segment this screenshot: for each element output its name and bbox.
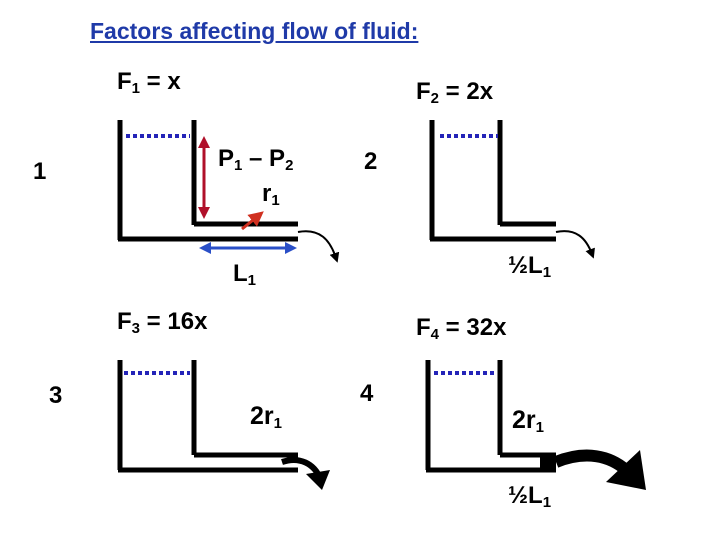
- length-label-1: L1: [233, 260, 257, 289]
- length-label-4: ½L1: [508, 482, 552, 511]
- length-label-2: ½L1: [508, 252, 552, 281]
- pipe-4-outlet: [540, 456, 556, 470]
- outflow-arrow-2: [555, 230, 595, 259]
- outflow-arrow-3-head: [306, 470, 330, 490]
- panel-number-1: 1: [33, 158, 47, 185]
- outflow-arrow-1: [297, 230, 340, 263]
- radius-label-4: 2r1: [512, 406, 544, 436]
- tank-2: [429, 120, 595, 259]
- outflow-arrow-4-head: [606, 450, 646, 490]
- radius-label-1: r1: [262, 180, 280, 209]
- radius-label-3: 2r1: [250, 402, 282, 432]
- tank-3: [117, 360, 330, 490]
- panel-number-2: 2: [364, 148, 378, 175]
- radius-arrow: [241, 211, 264, 231]
- flow-label-3: F3 = 16x: [117, 308, 208, 337]
- tank-4: [425, 360, 646, 490]
- slide-title: Factors affecting flow of fluid:: [90, 18, 419, 44]
- panel-number-4: 4: [360, 380, 374, 407]
- panel-number-3: 3: [49, 382, 63, 409]
- pressure-difference-label: P1 – P2: [218, 145, 294, 174]
- flow-label-1: F1 = x: [117, 68, 181, 97]
- tank-1: [117, 120, 340, 263]
- flow-label-4: F4 = 32x: [416, 314, 507, 343]
- outflow-arrow-4: [553, 449, 630, 475]
- flow-label-2: F2 = 2x: [416, 78, 494, 107]
